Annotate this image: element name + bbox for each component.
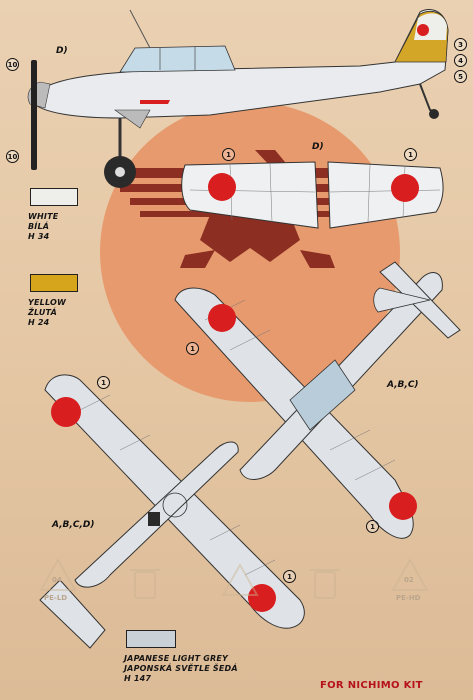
recycle-code-right: 02 [404, 576, 414, 584]
legend-yellow-line-3: H 24 [28, 318, 50, 327]
legend-grey-line-1: JAPANESE LIGHT GREY [124, 654, 229, 663]
legend-white-line-2: BÍLÁ [28, 222, 50, 231]
swatch-white [30, 188, 78, 206]
legend-yellow-line-2: ŽLUTÁ [28, 308, 57, 317]
legend-yellow: YELLOW ŽLUTÁ H 24 [28, 298, 66, 328]
swatch-yellow [30, 274, 78, 292]
swatch-grey [126, 630, 176, 648]
callout-1-top-right: 1 [366, 520, 379, 533]
callout-1-bottom-left: 1 [97, 376, 110, 389]
callout-4: 4 [454, 54, 467, 67]
view-tag-wing: D) [312, 142, 324, 152]
legend-grey-line-2: JAPONSKÁ SVĚTLE ŠEDÁ [124, 664, 238, 673]
callout-5: 5 [454, 70, 467, 83]
callout-1-top-left: 1 [186, 342, 199, 355]
callout-1-wing-right: 1 [404, 148, 417, 161]
recycle-sub-left: PE-LD [44, 594, 68, 602]
legend-yellow-line-1: YELLOW [28, 298, 66, 307]
view-tag-side: D) [56, 46, 68, 56]
kit-note: FOR NICHIMO KIT [320, 680, 423, 691]
callout-1-bottom-right: 1 [283, 570, 296, 583]
legend-grey-line-3: H 147 [124, 674, 152, 683]
callout-1-wing-left: 1 [222, 148, 235, 161]
wing-underside-pair [181, 161, 444, 229]
side-view-aircraft [27, 8, 449, 188]
legend-white-line-1: WHITE [28, 212, 59, 221]
view-tag-top: A,B,C) [387, 380, 419, 390]
top-view-aircraft [174, 261, 461, 539]
trash-bin-icon [130, 569, 340, 599]
view-tag-bottom: A,B,C,D) [52, 520, 95, 530]
recycle-code-left: 04 [52, 576, 62, 584]
callout-10-top: 10 [6, 58, 19, 71]
bottom-view-aircraft [39, 374, 305, 649]
callout-10-bottom: 10 [6, 150, 19, 163]
callout-3: 3 [454, 38, 467, 51]
recycle-sub-right: PE-HD [396, 594, 421, 602]
legend-white: WHITE BÍLÁ H 34 [28, 212, 58, 242]
legend-white-line-3: H 34 [28, 232, 50, 241]
legend-grey: JAPANESE LIGHT GREY JAPONSKÁ SVĚTLE ŠEDÁ… [124, 654, 238, 684]
recycle-triangle-icon [39, 557, 429, 596]
